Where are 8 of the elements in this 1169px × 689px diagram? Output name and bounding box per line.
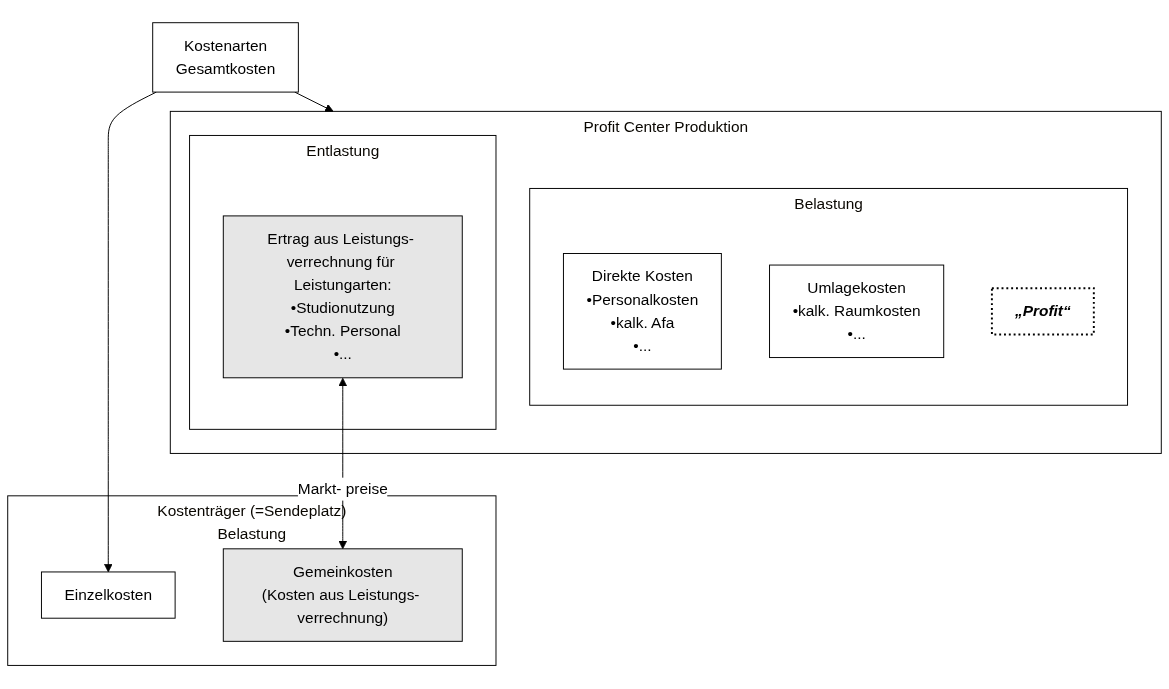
edge-label: Markt- preise — [297, 480, 388, 498]
node-box: Kostenarten Gesamtkosten — [152, 22, 299, 93]
node-box: Umlagekosten •kalk. Raumkosten •... — [769, 265, 945, 359]
node-box: Ertrag aus Leistungs- verrechnung für Leistungarten: •Studionutzung •Techn. Personal •... — [222, 215, 463, 379]
node-box: Gemeinkosten (Kosten aus Leistungs- verrechnung) — [222, 548, 463, 643]
node-box: Direkte Kosten •Personalkosten •kalk. Afa •... — [562, 253, 722, 371]
node-box: Einzelkosten — [40, 571, 176, 620]
node-box: „Profit“ — [990, 287, 1095, 336]
